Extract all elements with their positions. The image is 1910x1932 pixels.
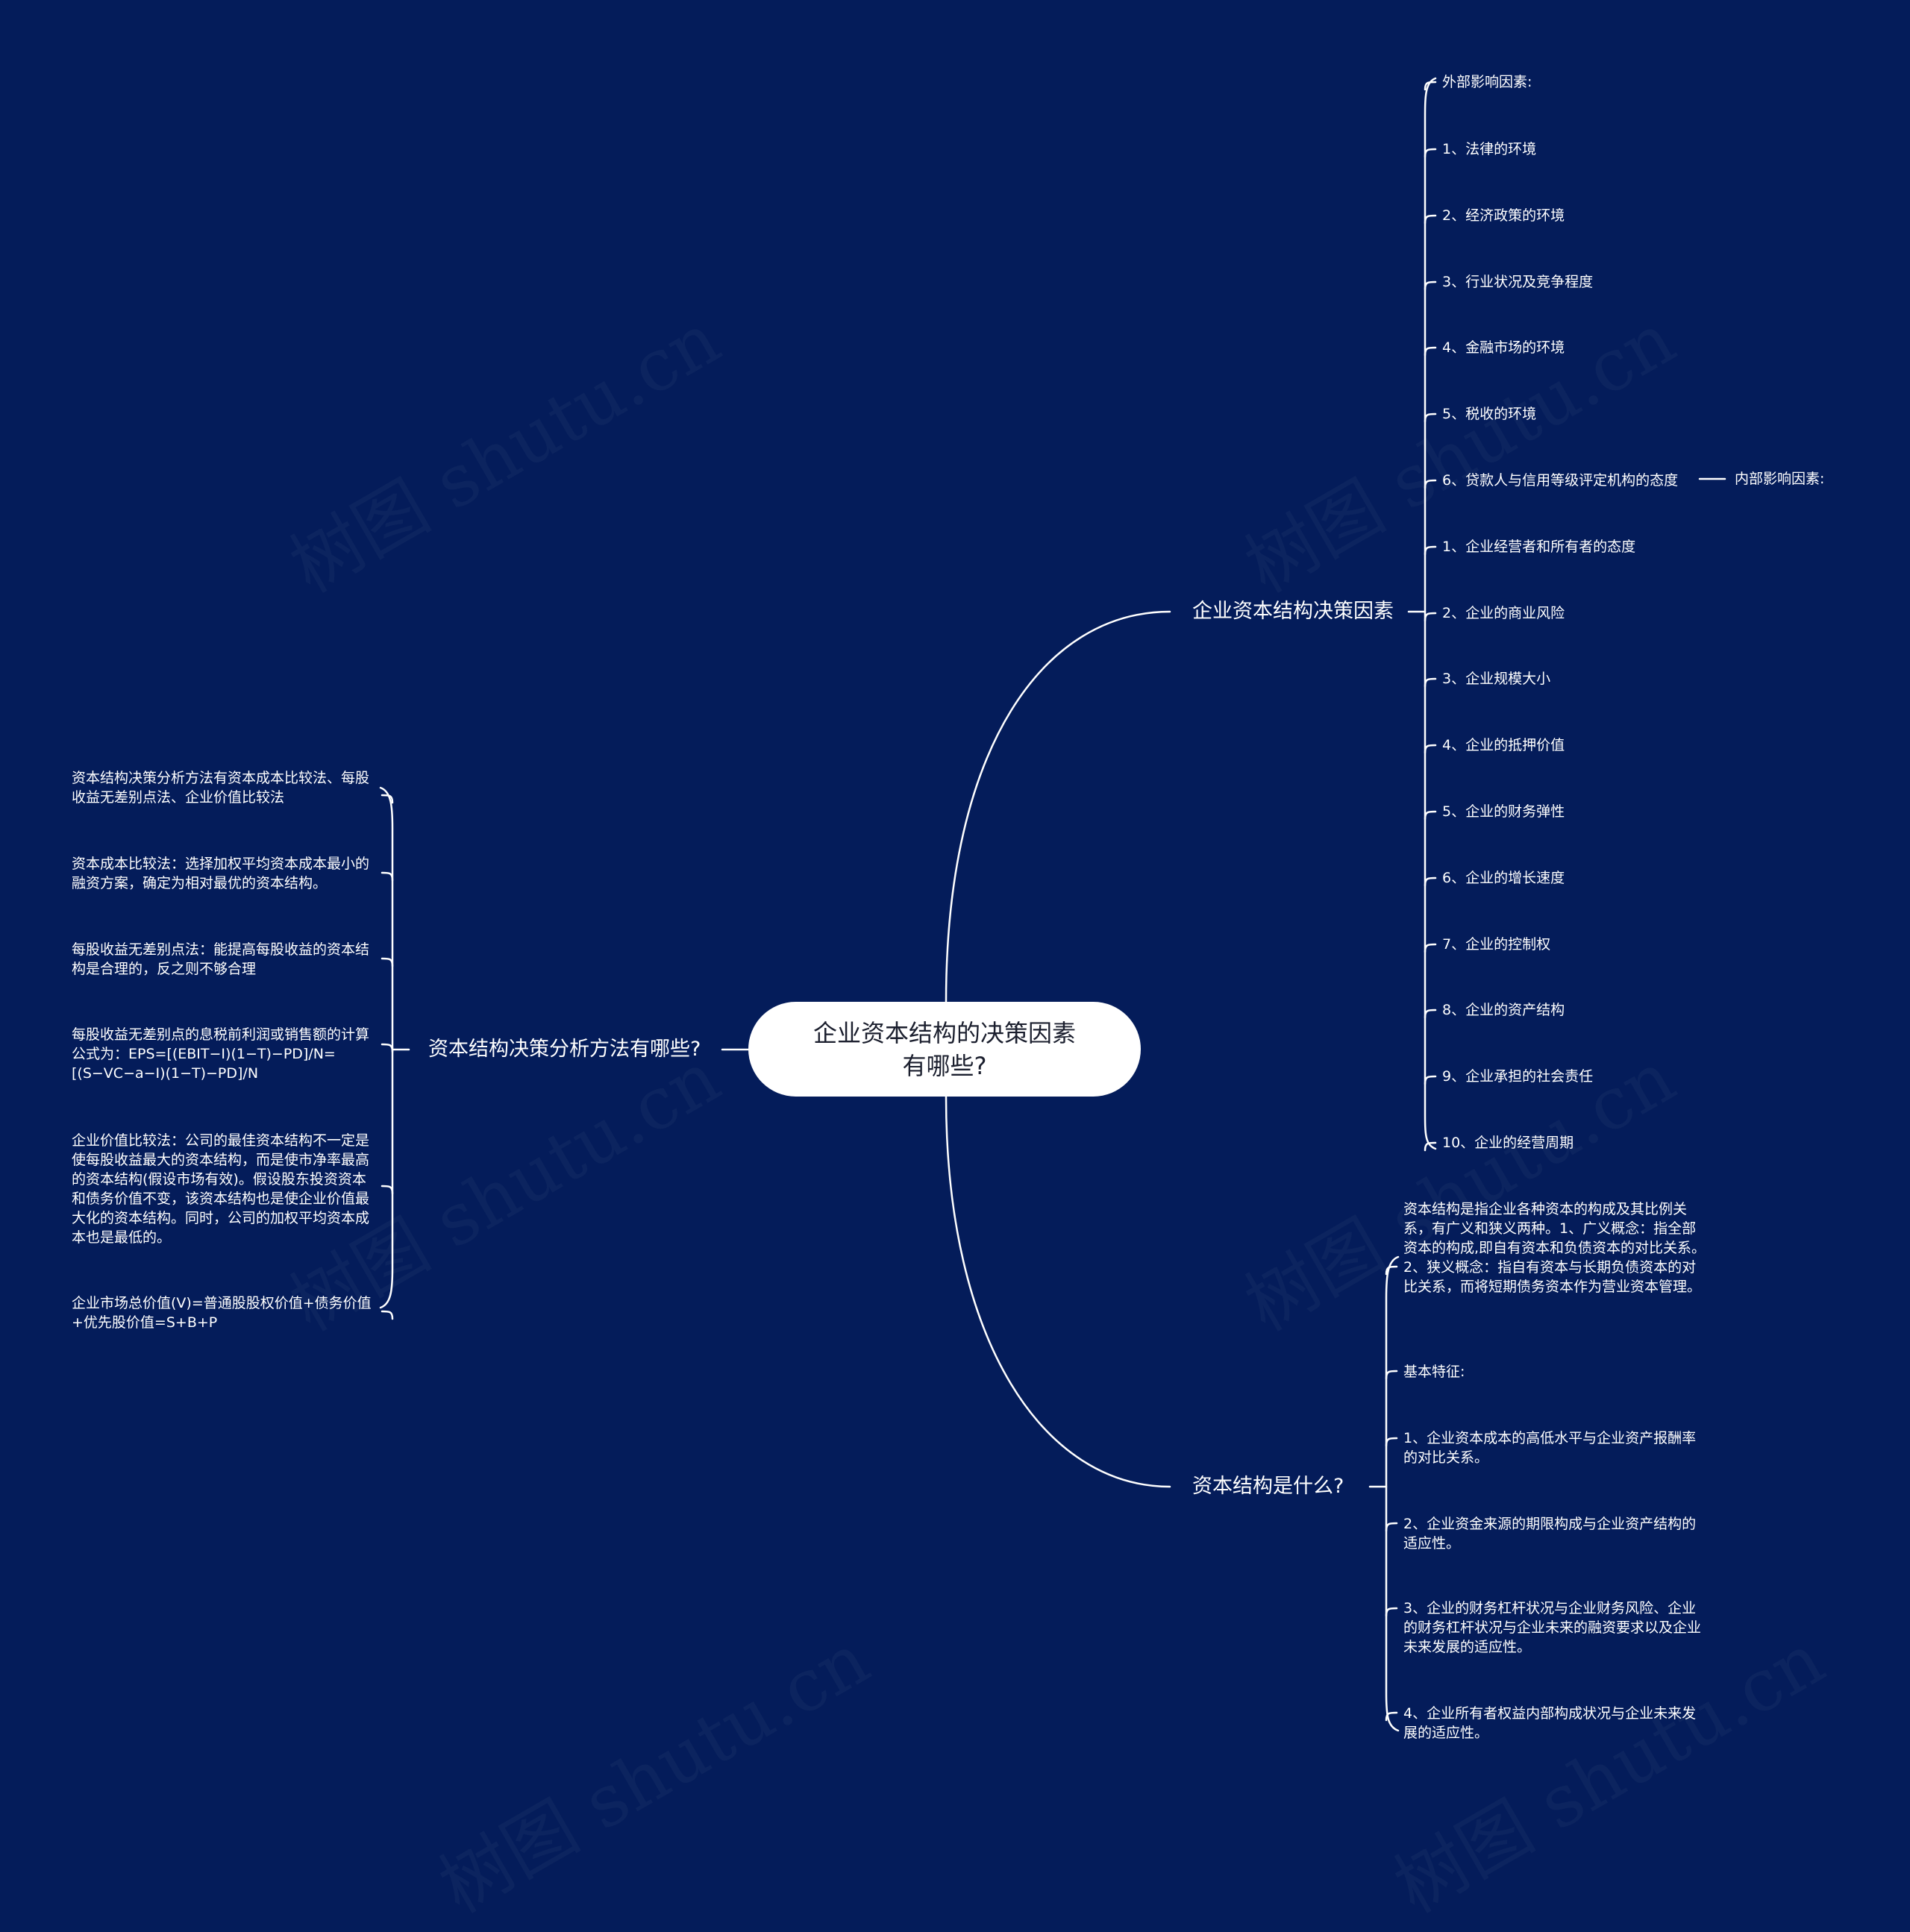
root-title-line2: 有哪些? <box>902 1051 987 1080</box>
factor-item[interactable]: 4、金融市场的环境 <box>1442 339 1565 356</box>
factor-item[interactable]: 2、企业的商业风险 <box>1442 605 1565 621</box>
factor-tick <box>1424 280 1437 291</box>
factor-tick <box>1424 1141 1437 1152</box>
method-tick <box>381 1185 394 1195</box>
whatis-tick <box>1385 1522 1398 1532</box>
factor-tick <box>1424 612 1437 622</box>
factor-tick <box>1424 876 1437 887</box>
factor-item[interactable]: 6、企业的增长速度 <box>1442 870 1565 886</box>
factor-tick <box>1424 148 1437 158</box>
whatis-brace <box>1385 1255 1400 1732</box>
root-title-line1: 企业资本结构的决策因素 <box>812 1018 1076 1047</box>
whatis-item[interactable]: 资本结构是指企业各种资本的构成及其比例关系，有广义和狭义两种。1、广义概念：指全… <box>1403 1201 1706 1295</box>
factor-item[interactable]: 2、经济政策的环境 <box>1442 207 1565 224</box>
whatis-tick <box>1385 1607 1398 1617</box>
method-tick <box>381 957 394 967</box>
factor-item[interactable]: 7、企业的控制权 <box>1442 936 1551 953</box>
method-tick <box>381 794 394 804</box>
factor-item[interactable]: 5、税收的环境 <box>1442 406 1537 422</box>
branch-decision-factors[interactable]: 企业资本结构决策因素 <box>1192 600 1394 623</box>
factor-tick <box>1424 744 1437 754</box>
factor-item[interactable]: 4、企业的抵押价值 <box>1442 737 1565 753</box>
method-item[interactable]: 每股收益无差别点法：能提高每股收益的资本结构是合理的，反之则不够合理 <box>72 941 370 977</box>
factor-item[interactable]: 5、企业的财务弹性 <box>1442 803 1565 820</box>
whatis-tick <box>1385 1265 1398 1276</box>
factor-item[interactable]: 1、法律的环境 <box>1442 141 1537 157</box>
method-item[interactable]: 资本成本比较法：选择加权平均资本成本最小的融资方案，确定为相对最优的资本结构。 <box>72 856 370 891</box>
whatis-item[interactable]: 4、企业所有者权益内部构成状况与企业未来发展的适应性。 <box>1403 1705 1697 1741</box>
branch-what-is-capital-structure[interactable]: 资本结构是什么? <box>1192 1475 1344 1498</box>
whatis-item[interactable]: 3、企业的财务杠杆状况与企业财务风险、企业的财务杠杆状况与企业未来的融资要求以及… <box>1403 1600 1702 1655</box>
root-topic[interactable]: 企业资本结构的决策因素 有哪些? <box>748 1002 1141 1097</box>
factors-brace <box>1424 77 1437 1150</box>
connector-lines <box>379 77 1726 1732</box>
internal-factors-header[interactable]: 内部影响因素: <box>1735 471 1825 487</box>
method-tick <box>381 1310 394 1320</box>
method-item[interactable]: 企业价值比较法：公司的最佳资本结构不一定是使每股收益最大的资本结构，而是使市净率… <box>72 1132 370 1246</box>
link-root-factors <box>945 610 1171 1003</box>
factor-tick <box>1424 214 1437 225</box>
factor-item[interactable]: 9、企业承担的社会责任 <box>1442 1068 1594 1085</box>
factor-item[interactable]: 3、企业规模大小 <box>1442 671 1551 687</box>
whatis-tick <box>1385 1370 1398 1380</box>
method-tick <box>381 871 394 882</box>
whatis-tick <box>1385 1437 1398 1447</box>
method-tick <box>381 1043 394 1053</box>
whatis-item[interactable]: 1、企业资本成本的高低水平与企业资产报酬率的对比关系。 <box>1403 1430 1697 1466</box>
whatis-item[interactable]: 基本特征: <box>1403 1364 1465 1380</box>
whatis-item[interactable]: 2、企业资金来源的期限构成与企业资产结构的适应性。 <box>1403 1516 1697 1552</box>
factor-tick <box>1424 346 1437 357</box>
method-item[interactable]: 企业市场总价值(V)=普通股股权价值+债务价值+优先股价值=S+B+P <box>72 1295 372 1331</box>
method-item[interactable]: 每股收益无差别点的息税前利润或销售额的计算公式为：EPS=[(EBIT−I)(1… <box>72 1026 370 1082</box>
factor-tick <box>1424 479 1437 489</box>
method-item[interactable]: 资本结构决策分析方法有资本成本比较法、每股收益无差别点法、企业价值比较法 <box>72 770 370 806</box>
factor-tick <box>1424 1075 1437 1085</box>
factor-tick <box>1424 677 1437 688</box>
link-root-whatis <box>945 1095 1171 1488</box>
factor-tick <box>1424 943 1437 953</box>
factor-tick <box>1424 810 1437 821</box>
factor-tick <box>1424 413 1437 423</box>
factor-item[interactable]: 8、企业的资产结构 <box>1442 1002 1565 1018</box>
factor-tick <box>1424 545 1437 556</box>
factor-item[interactable]: 6、贷款人与信用等级评定机构的态度 <box>1442 472 1679 489</box>
factor-item[interactable]: 1、企业经营者和所有者的态度 <box>1442 539 1636 555</box>
whatis-tick <box>1385 1711 1398 1722</box>
factor-tick <box>1424 1009 1437 1019</box>
external-factors-header[interactable]: 外部影响因素: <box>1442 74 1532 90</box>
branch-analysis-methods[interactable]: 资本结构决策分析方法有哪些? <box>428 1038 701 1061</box>
factor-tick <box>1424 81 1437 91</box>
factor-item[interactable]: 3、行业状况及竞争程度 <box>1442 274 1594 290</box>
factor-item[interactable]: 10、企业的经营周期 <box>1442 1135 1574 1151</box>
methods-brace <box>379 786 394 1309</box>
